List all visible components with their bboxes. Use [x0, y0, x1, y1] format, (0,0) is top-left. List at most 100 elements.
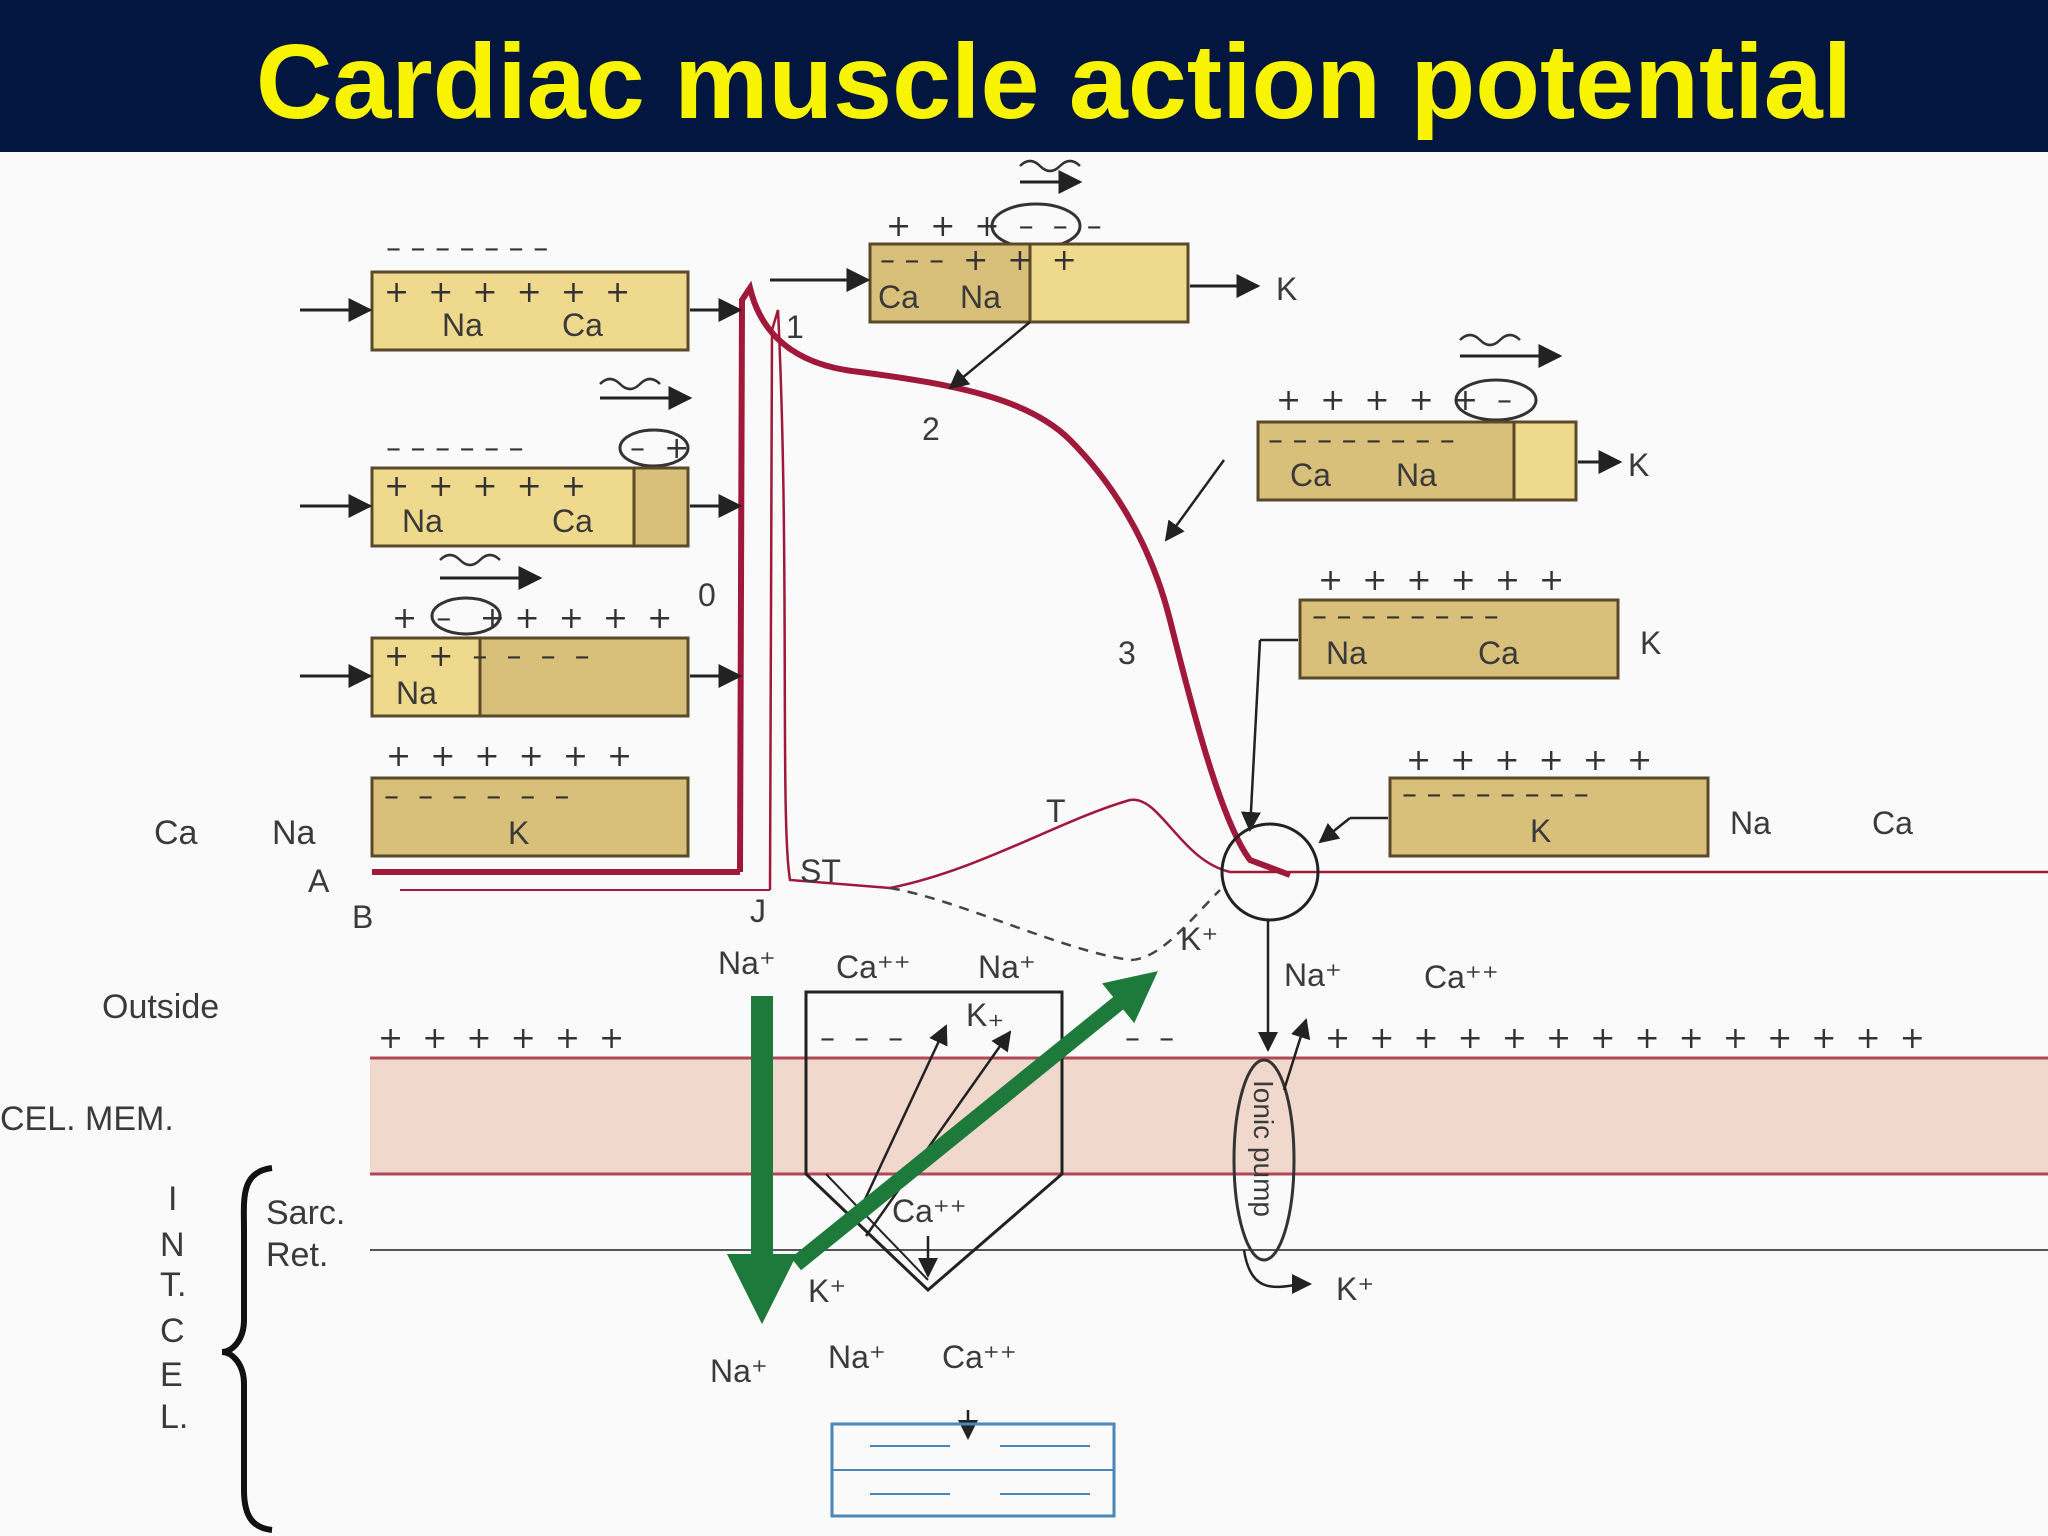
k-up-arrow-2 [864, 1030, 1012, 1237]
cell-membrane-label: CEL. MEM. [0, 1100, 174, 1138]
svg-text:K: K [1276, 271, 1297, 307]
svg-text:Ca: Ca [878, 279, 919, 315]
ca-plus-bottom: Ca⁺⁺ [942, 1339, 1017, 1375]
channel-funnel [804, 990, 1064, 1293]
svg-text:+ + + + + +: + + + + + + [1318, 563, 1564, 598]
svg-text:Na: Na [402, 503, 443, 539]
channel-box-repol-b: + + + + + + – – – – – – – – Na Ca K [1240, 563, 1661, 832]
svg-text:N: N [160, 1226, 185, 1264]
membrane-charges-mid: – – – [820, 1021, 903, 1056]
svg-text:+ + + + + +: + + + + + + [384, 275, 630, 310]
outside-label: Outside [102, 988, 219, 1026]
ecg-label-T: T [1046, 793, 1066, 829]
cell-membrane [370, 1058, 2048, 1174]
ca-plus-sr: Ca⁺⁺ [892, 1193, 967, 1229]
svg-text:– – – – – – – –: – – – – – – – – [1402, 777, 1589, 812]
membrane-charges-mid2: – – [1125, 1021, 1174, 1056]
pump-cycle-circle [1220, 822, 1320, 922]
k-up-arrow-1 [858, 1024, 948, 1211]
svg-text:Ca: Ca [1478, 635, 1519, 671]
channel-box-phase0-a: – – – – – – – + + + + + + Na Ca [300, 231, 743, 352]
svg-text:Ca: Ca [552, 503, 593, 539]
svg-text:Ca: Ca [562, 307, 603, 343]
k-plus-sub-channel: K₊ [966, 997, 1004, 1033]
na-plus-top-2: Na⁺ [978, 949, 1036, 985]
svg-text:Na: Na [442, 307, 483, 343]
myofibril [830, 1422, 1116, 1518]
channel-box-repol-a: + + + + + – – – – – – – – – Ca Na K [1164, 333, 1649, 542]
action-potential-curve [737, 280, 1292, 878]
svg-text:T.: T. [160, 1266, 186, 1304]
ecg-label-A: A [308, 863, 330, 899]
svg-text:– – – – – – – –: – – – – – – – – [1312, 599, 1499, 634]
phase-label-1: 1 [786, 309, 804, 345]
channel-box-phase0-b: – – – – – – – + + + + + + Na Ca [300, 377, 743, 548]
svg-text:E: E [160, 1356, 183, 1394]
svg-text:K: K [508, 815, 529, 851]
funnel-inner-left [825, 1173, 929, 1281]
ecg-label-J: J [750, 893, 766, 929]
channel-box-resting: + + + + + + – – – – – – K [370, 739, 690, 858]
na-plus-bottom-2: Na⁺ [828, 1339, 886, 1375]
outside-na-label: Na [272, 814, 316, 852]
svg-text:+ + + + + +: + + + + + + [1406, 743, 1652, 778]
svg-text:+ – + + + + +: + – + + + + + [392, 601, 672, 636]
sarc-label: Sarc. [266, 1194, 345, 1232]
ca-plus-pump: Ca⁺⁺ [1424, 959, 1499, 995]
svg-text:+ + + + + +: + + + + + + [386, 739, 632, 774]
channel-box-restore: + + + + + + – – – – – – – – K Na Ca [1318, 743, 1913, 858]
svg-text:K: K [1640, 625, 1661, 661]
svg-text:Na: Na [1730, 805, 1771, 841]
st-dashed-curve [889, 886, 1221, 962]
ionic-pump [1232, 1058, 1296, 1262]
phase-label-3: 3 [1118, 635, 1136, 671]
action-potential-thin [768, 309, 2048, 891]
ecg-label-ST: ST [800, 853, 841, 889]
k-plus-sr: K⁺ [808, 1273, 846, 1309]
outside-ca-label: Ca [154, 814, 198, 852]
k-efflux-green-arrow [790, 971, 1158, 1271]
na-plus-bottom-1: Na⁺ [710, 1353, 768, 1389]
svg-text:+ + + – – –: + + + – – – [886, 209, 1102, 244]
slide-title: Cardiac muscle action potential [255, 23, 1853, 141]
k-plus-pump-out: K⁺ [1336, 1271, 1374, 1307]
phase-label-2: 2 [922, 411, 940, 447]
na-plus-top: Na⁺ [718, 945, 776, 981]
svg-text:Na: Na [960, 279, 1001, 315]
title-bar: Cardiac muscle action potential [0, 0, 2048, 152]
svg-text:+ + + + +: + + + + + [384, 469, 586, 504]
ionic-pump-label: Ionic pump [1248, 1080, 1279, 1217]
svg-text:– – – – – – –: – – – – – – – [386, 231, 548, 266]
intcel-vertical-label: I N T. C E L. [160, 1180, 188, 1436]
svg-text:Ca: Ca [1872, 805, 1913, 841]
svg-text:– – – – – –: – – – – – – [384, 779, 569, 814]
ca-plus-top: Ca⁺⁺ [836, 949, 911, 985]
svg-text:+ + + + + –: + + + + + – [1276, 383, 1512, 418]
k-plus-dashed: K⁺ [1180, 921, 1218, 957]
ecg-label-B: B [352, 899, 373, 935]
svg-text:– – – + + +: – – – + + + [880, 243, 1077, 278]
svg-text:K: K [1628, 447, 1649, 483]
svg-text:Ca: Ca [1290, 457, 1331, 493]
svg-text:I: I [168, 1180, 177, 1218]
ret-label: Ret. [266, 1236, 328, 1274]
membrane-charges-left: + + + + + + [378, 1021, 624, 1056]
svg-text:Na: Na [1396, 457, 1437, 493]
svg-text:Na: Na [396, 675, 437, 711]
svg-text:– – – – – – – –: – – – – – – – – [1268, 423, 1455, 458]
svg-text:+ + – – – –: + + – – – – [384, 639, 590, 674]
svg-text:K: K [1530, 813, 1551, 849]
na-plus-pump: Na⁺ [1284, 957, 1342, 993]
intcel-bracket [221, 1165, 273, 1533]
svg-text:C: C [160, 1312, 185, 1350]
svg-text:L.: L. [160, 1398, 188, 1436]
pump-k-arrow [1242, 1249, 1312, 1294]
svg-text:– – – – – –: – – – – – – [386, 431, 524, 466]
channel-box-phase0-c: + – + + + + + + + – – – – Na [300, 553, 743, 718]
svg-text:– +: – + [630, 431, 689, 466]
channel-box-plateau: + + + – – – – – – + + + Ca Na K [770, 159, 1297, 390]
svg-text:Na: Na [1326, 635, 1367, 671]
membrane-charges-right: + + + + + + + + + + + + + + [1325, 1021, 1925, 1056]
